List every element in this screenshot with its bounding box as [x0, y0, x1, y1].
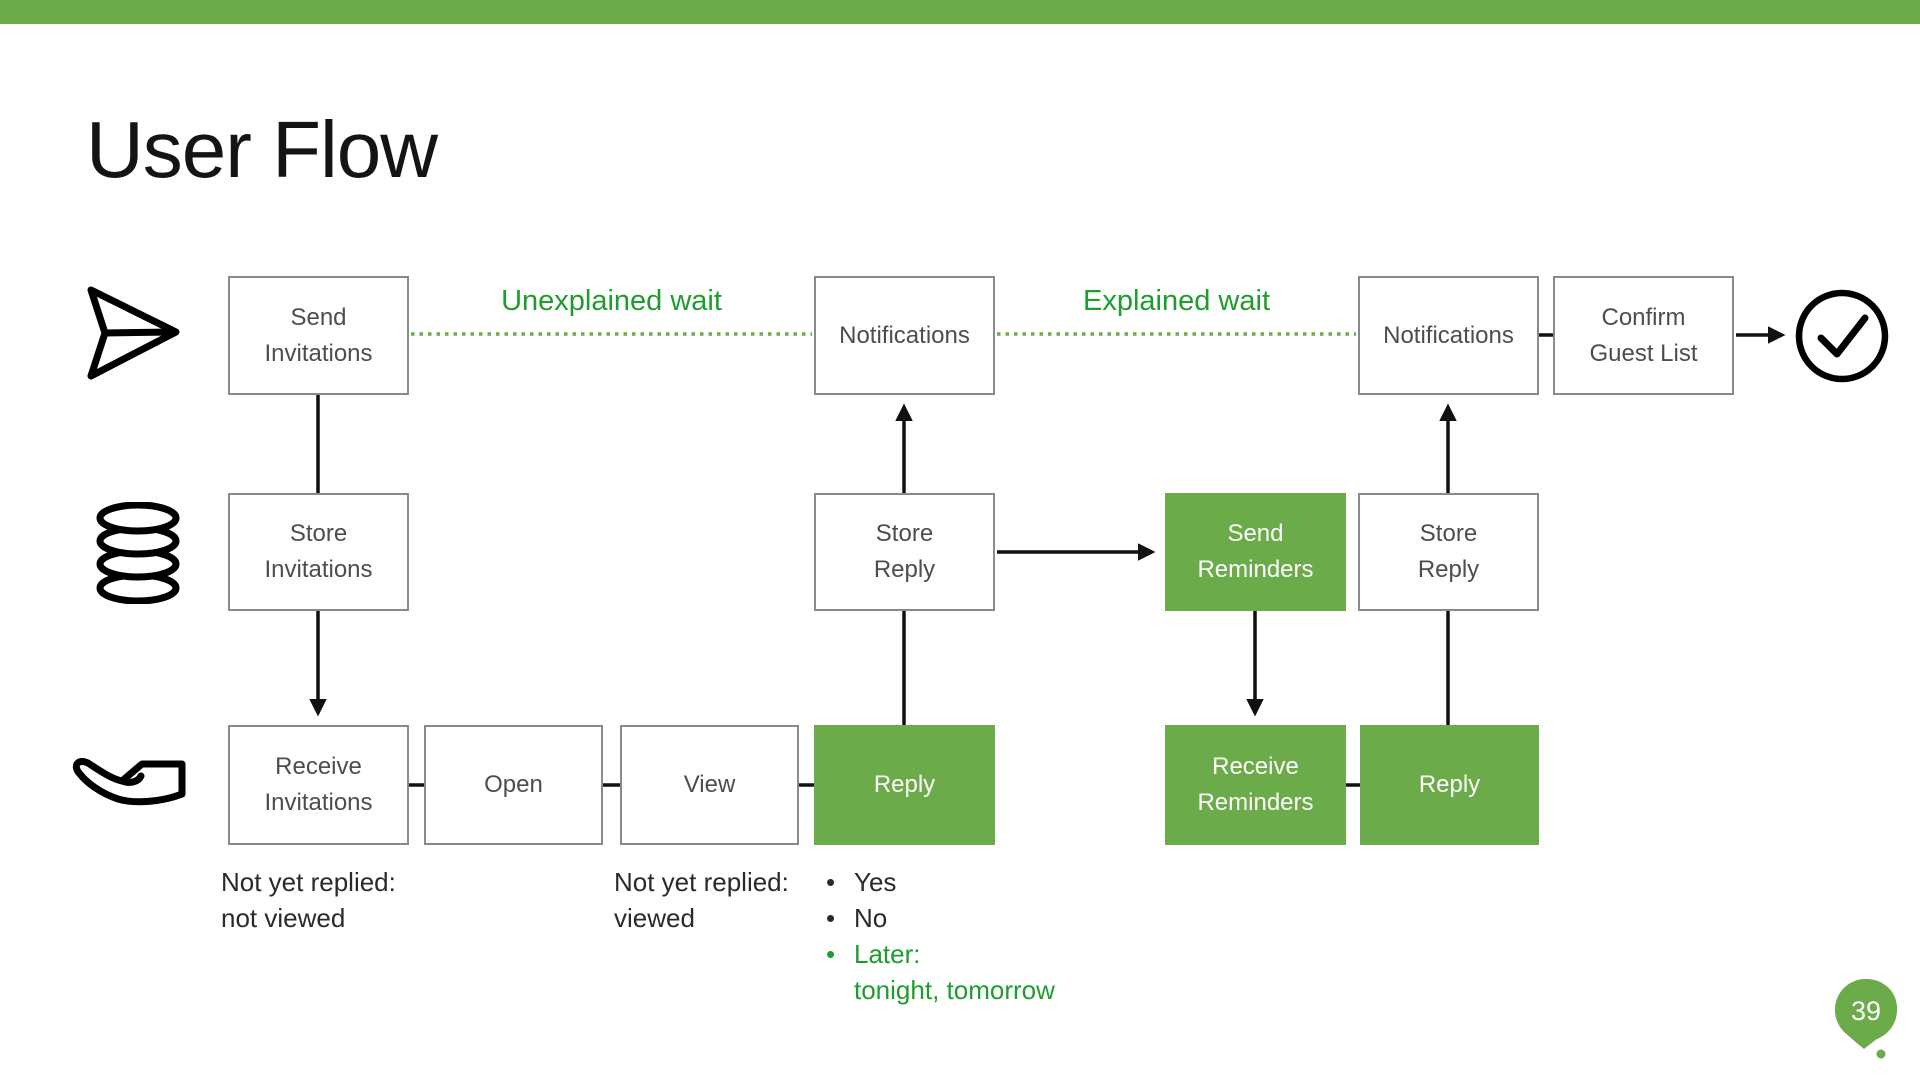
page-number-badge: 39: [1835, 979, 1897, 1059]
box-view: View: [620, 725, 799, 845]
list-item: • Yes: [826, 864, 1055, 900]
page-number: 39: [1851, 996, 1881, 1026]
box-receive-invitations: Receive Invitations: [228, 725, 409, 845]
list-item-label: tonight, tomorrow: [854, 975, 1055, 1005]
top-accent-bar: [0, 0, 1920, 24]
bullet-icon: •: [826, 903, 836, 933]
box-store-reply-1: Store Reply: [814, 493, 995, 611]
note-not-viewed: Not yet replied: not viewed: [221, 867, 396, 933]
unexplained-wait-label: Unexplained wait: [501, 285, 722, 317]
list-item-label: Yes: [854, 867, 897, 897]
box-store-reply-2: Store Reply: [1358, 493, 1539, 611]
list-item-label: Later:: [854, 939, 921, 969]
note-viewed: Not yet replied: viewed: [614, 867, 789, 933]
box-send-reminders: Send Reminders: [1165, 493, 1346, 611]
bullet-icon: •: [826, 939, 836, 969]
list-item: tonight, tomorrow: [826, 972, 1055, 1008]
box-open: Open: [424, 725, 603, 845]
box-reply-1: Reply: [814, 725, 995, 845]
box-reply-2: Reply: [1360, 725, 1539, 845]
bullet-spacer: [826, 972, 854, 1008]
list-item: • No: [826, 900, 1055, 936]
list-item: • Later:: [826, 936, 1055, 972]
page-title: User Flow: [86, 105, 438, 194]
box-notifications-2: Notifications: [1358, 276, 1539, 395]
bullet-icon: •: [826, 867, 836, 897]
hand-icon: [72, 757, 186, 806]
database-icon: [96, 502, 180, 604]
check-circle-icon: [1795, 289, 1889, 383]
box-send-invitations: Send Invitations: [228, 276, 409, 395]
box-receive-reminders: Receive Reminders: [1165, 725, 1346, 845]
reply-options-list: • Yes • No • Later: tonight, tomorrow: [826, 864, 1055, 1008]
box-store-invitations: Store Invitations: [228, 493, 409, 611]
box-confirm-guest-list: Confirm Guest List: [1553, 276, 1734, 395]
list-item-label: No: [854, 903, 888, 933]
explained-wait-label: Explained wait: [1083, 285, 1270, 317]
box-notifications-1: Notifications: [814, 276, 995, 395]
paper-plane-icon: [87, 286, 180, 380]
